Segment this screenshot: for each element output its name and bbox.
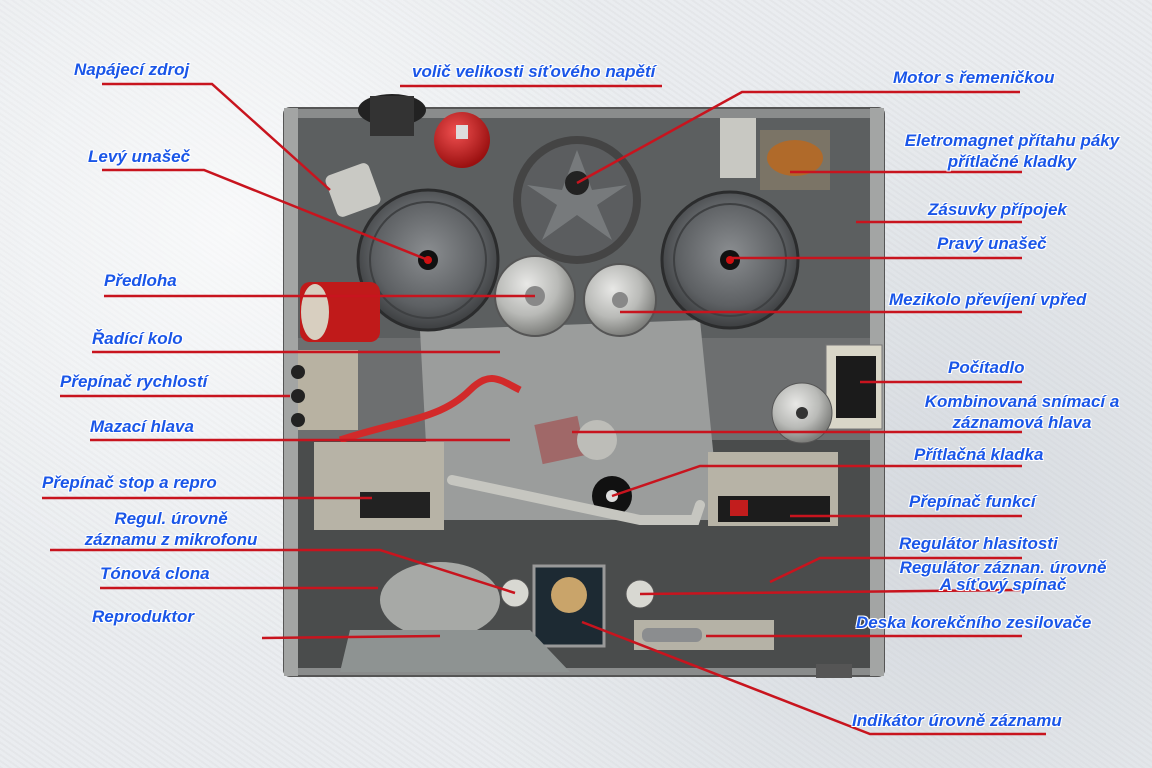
label-motor: Motor s řemeničkou: [893, 68, 1055, 87]
label-levy-unasec: Levý unašeč: [88, 147, 191, 166]
label-deska: Deska korekčního zesilovače: [856, 613, 1092, 632]
label-elektromagnet-line1: Eletromagnet přítahu páky: [904, 131, 1120, 150]
leader-regulator-zaznan: [639, 588, 1023, 596]
label-elektromagnet: Eletromagnet přítahu páky přítlačné klad…: [876, 130, 1148, 172]
label-pritlacna-kladka: Přítlačná kladka: [914, 445, 1044, 464]
label-mazaci-hlava: Mazací hlava: [90, 417, 194, 436]
label-prepinac-funkci: Přepínač funkcí: [909, 492, 1036, 511]
label-reproduktor: Reproduktor: [92, 607, 194, 626]
label-radici-kolo: Řadící kolo: [92, 329, 183, 348]
label-indikator: Indikátor úrovně záznamu: [852, 711, 1062, 730]
label-kombinovana-hlava: Kombinovaná snímací a záznamová hlava: [896, 391, 1148, 433]
leader-pritlacna-kladka: [611, 464, 1022, 498]
label-elektromagnet-line2: přítlačné kladky: [947, 152, 1077, 171]
label-mezikolo: Mezikolo převíjení vpřed: [889, 290, 1087, 309]
label-regulator-zaznan: Regulátor záznan. úrovně A síťový spínač: [872, 559, 1134, 593]
leader-reproduktor: [261, 634, 441, 640]
leader-motor: [576, 90, 1020, 185]
label-regulator-hlasitosti: Regulátor hlasitosti: [899, 534, 1058, 553]
leader-napajeci-zdroj: [102, 82, 331, 191]
label-prepinac-stop: Přepínač stop a repro: [42, 473, 217, 492]
label-regulator-zaznan-line1: Regulátor záznan. úrovně: [899, 558, 1107, 577]
label-zasuvky: Zásuvky přípojek: [928, 200, 1067, 219]
label-kombinovana-line2: záznamová hlava: [952, 413, 1092, 432]
leader-indikator: [581, 620, 1046, 736]
label-regul-mikrofonu: Regul. úrovně záznamu z mikrofonu: [50, 508, 292, 550]
label-regulator-zaznan-line2: A síťový spínač: [939, 575, 1067, 594]
leader-regulator-hlasitosti: [769, 556, 1022, 584]
label-predloha: Předloha: [104, 271, 177, 290]
label-regul-mikrofonu-line1: Regul. úrovně: [114, 509, 228, 528]
label-prepinac-rychlosti: Přepínač rychlostí: [60, 372, 208, 391]
label-kombinovana-line1: Kombinovaná snímací a: [924, 392, 1120, 411]
label-regul-mikrofonu-line2: záznamu z mikrofonu: [84, 530, 258, 549]
label-pravy-unasec: Pravý unašeč: [937, 234, 1047, 253]
label-tonova-clona: Tónová clona: [100, 564, 210, 583]
label-napajeci-zdroj: Napájecí zdroj: [74, 60, 190, 79]
leader-levy-unasec: [102, 168, 429, 262]
label-pocitadlo: Počítadlo: [948, 358, 1025, 377]
label-volic-napeti: volič velikosti síťového napětí: [412, 62, 656, 81]
leader-regul-mikrofonu: [50, 548, 516, 595]
